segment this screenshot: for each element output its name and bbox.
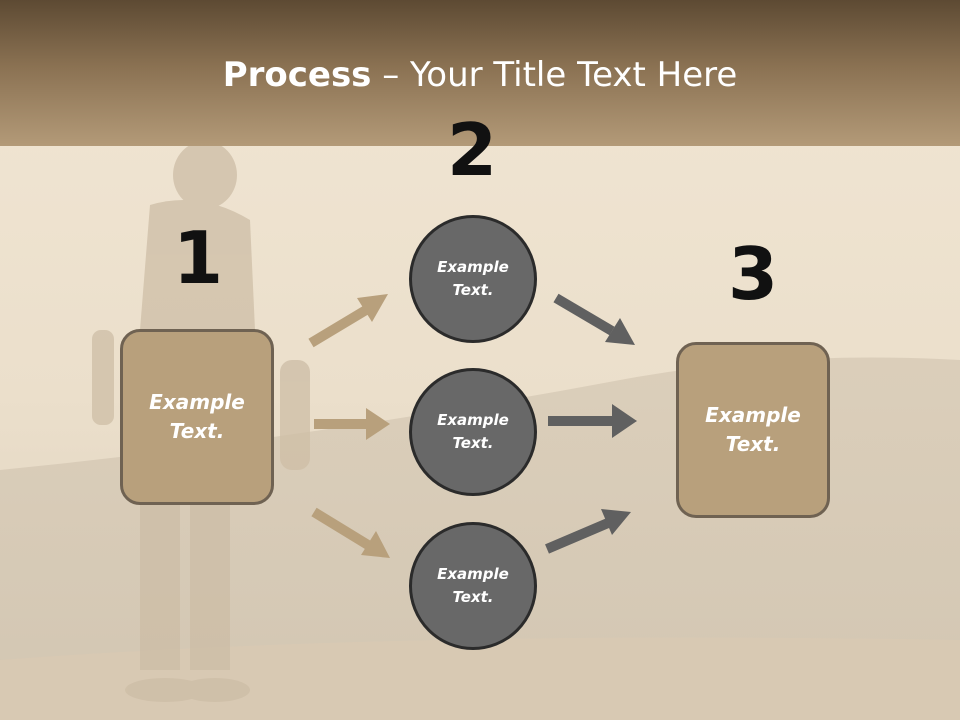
header-band [0,0,960,146]
arrow-left-to-middle [314,408,390,440]
arrow-bottom-to-right [545,509,631,554]
circle-top: Example Text. [409,215,537,343]
circle-middle: Example Text. [409,368,537,496]
circle-middle-text: Example Text. [437,411,509,452]
title-bold: Process [222,55,372,95]
right-step-box: Example Text. [676,342,830,518]
circle-top-text: Example Text. [437,258,509,299]
right-box-text: Example Text. [705,403,801,456]
left-step-box: Example Text. [120,329,274,505]
arrow-top-to-right [553,293,635,345]
step-number-1: 1 [172,216,224,300]
title-rest: – Your Title Text Here [371,55,738,95]
circle-bottom: Example Text. [409,522,537,650]
left-box-text: Example Text. [149,390,245,443]
circle-bottom-text: Example Text. [437,565,509,606]
arrow-middle-to-right [548,404,637,438]
step-number-2: 2 [446,108,498,192]
arrow-left-to-top [308,294,388,348]
slide-title: Process – Your Title Text Here [0,52,960,98]
step-number-3: 3 [727,232,779,316]
arrow-left-to-bottom [311,507,390,558]
